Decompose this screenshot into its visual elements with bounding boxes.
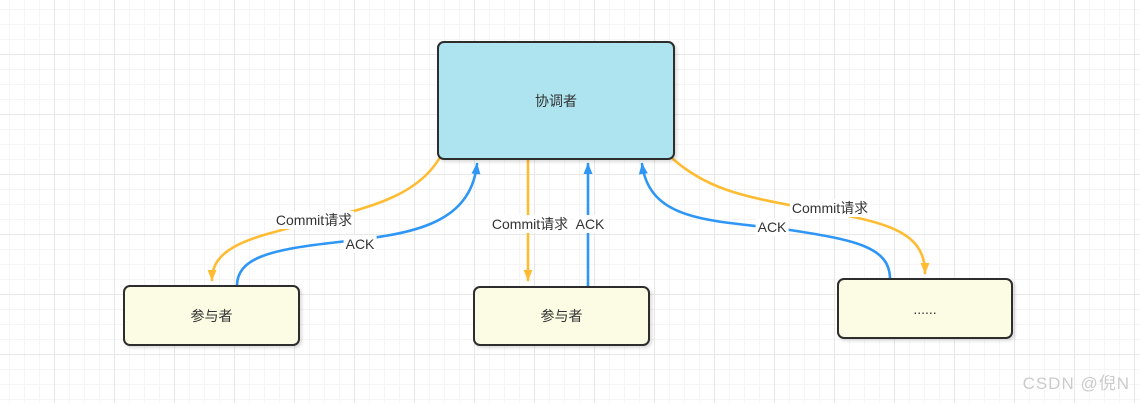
node-participant-middle-label: 参与者 bbox=[540, 308, 583, 324]
node-participant-more: ...... bbox=[837, 278, 1013, 339]
edge-label-ack-middle: ACK bbox=[573, 215, 607, 233]
node-coordinator-label: 协调者 bbox=[535, 92, 577, 109]
node-coordinator: 协调者 bbox=[437, 41, 675, 160]
node-participant-left: 参与者 bbox=[123, 285, 300, 346]
node-participant-more-label: ...... bbox=[913, 300, 937, 317]
node-participant-left-label: 参与者 bbox=[190, 307, 233, 324]
edge-label-ack-left: ACK bbox=[343, 235, 377, 253]
edge-label-commit-right: Commit请求 bbox=[789, 199, 871, 217]
edge-label-ack-right: ACK bbox=[755, 218, 789, 236]
edge-label-commit-middle: Commit请求 bbox=[489, 215, 571, 233]
csdn-watermark: CSDN @倪N bbox=[1022, 374, 1130, 393]
edge-ack-left bbox=[235, 162, 481, 288]
node-participant-middle: 参与者 bbox=[473, 286, 650, 346]
edge-label-commit-left: Commit请求 bbox=[273, 211, 355, 229]
